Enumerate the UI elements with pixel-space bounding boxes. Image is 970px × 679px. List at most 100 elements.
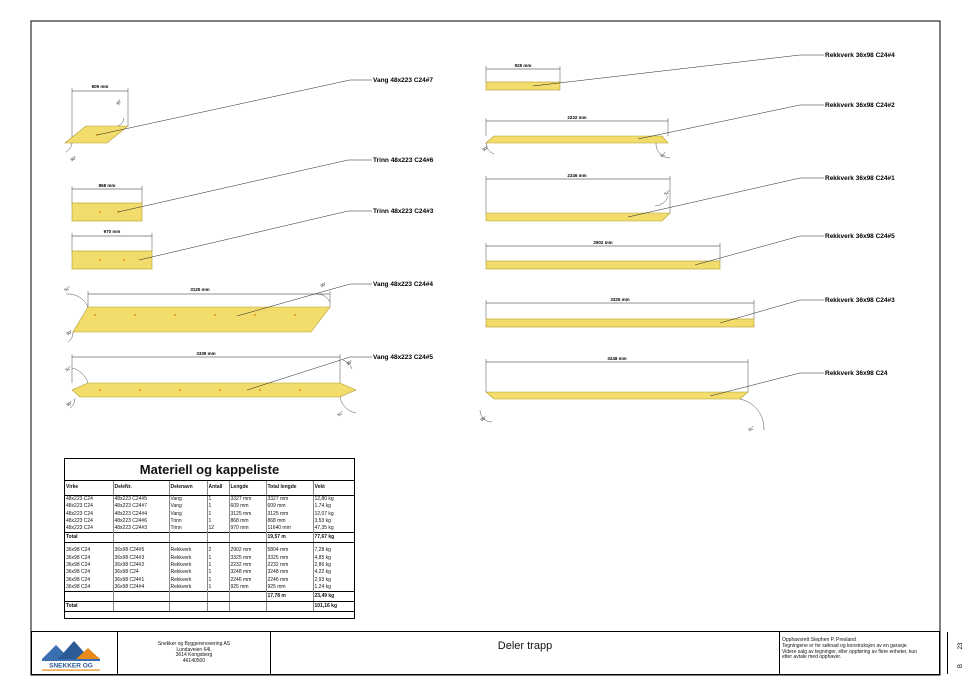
table-cell: 3327 mm	[266, 495, 314, 504]
dim-rekkverk-4: 925 mm	[515, 63, 532, 68]
table-cell: 36x98 C24	[65, 583, 114, 592]
table-cell: 48x223 C24#7	[113, 503, 170, 511]
angle-rekkverk-b: 51°	[747, 425, 755, 433]
label-rekkverk-5: Rekkverk 36x98 C24#5	[825, 233, 895, 240]
title-block: SNEKKER OG Snekker og Byggerenovering AS…	[31, 631, 964, 675]
table-cell: Rekkverk	[169, 576, 208, 584]
table-cell: 36x98 C24	[65, 576, 114, 584]
dim-vang-4: 3125 mm	[190, 287, 209, 292]
table-grand-total-row: Total 101,16 kg	[65, 601, 354, 613]
dim-rekkverk-1: 2246 mm	[567, 173, 586, 178]
table-cell: 48x223 C24	[65, 517, 114, 526]
logo: SNEKKER OG	[32, 632, 118, 674]
label-rekkverk: Rekkverk 36x98 C24	[825, 370, 888, 377]
label-trinn-3: Trinn 48x223 C24#3	[373, 208, 434, 215]
table-cell: 48x223 C24#3	[113, 525, 170, 533]
logo-text: SNEKKER OG	[49, 663, 93, 670]
sheet-letter: B	[958, 664, 964, 668]
label-rekkverk-1: Rekkverk 36x98 C24#1	[825, 175, 895, 182]
angle-rekkverk-a: 30°	[479, 415, 487, 423]
table-cell: 36x98 C24	[113, 569, 170, 577]
part-rekkverk-1: 2246 mm 51° Rekkverk 36x98 C24#1	[485, 173, 895, 222]
table-cell: 11640 mm	[266, 525, 314, 533]
angle-vang-5-a: 51°	[64, 365, 72, 373]
table-cell: 2,93 kg	[314, 576, 331, 583]
table-cell: 2232 mm	[229, 562, 267, 570]
table-cell: 925 mm	[229, 583, 267, 592]
table-cell: 5804 mm	[266, 547, 314, 555]
table-cell: 3327 mm	[229, 495, 267, 504]
page-number: 23	[958, 642, 964, 649]
table-cell: 3325 mm	[266, 554, 314, 563]
table-cell: 1	[207, 583, 230, 592]
table-cell: Rekkverk	[169, 569, 208, 577]
copyright-line: Opphavsrett Stephen P. Presland	[782, 637, 856, 643]
part-rekkverk-3: 3325 mm Rekkverk 36x98 C24#3	[485, 297, 895, 328]
table-cell: 12,80 kg	[314, 496, 334, 502]
table-cell: 1	[207, 510, 230, 518]
table-cell: 3248 mm	[266, 569, 314, 577]
table-cell: 2,86 kg	[314, 562, 331, 569]
table-cell: Rekkverk	[169, 547, 208, 555]
table-cell: 4,22 kg	[314, 569, 331, 576]
table-cell: 4,85 kg	[314, 554, 331, 561]
material-list-table: Materiell og kappeliste Virke DeleNr. De…	[64, 458, 355, 619]
dim-rekkverk-3: 3325 mm	[610, 297, 629, 302]
table-cell: Rekkverk	[169, 583, 208, 592]
table-cell: 48x223 C24	[65, 495, 114, 504]
label-trinn-6: Trinn 48x223 C24#6	[373, 157, 434, 164]
part-vang-5: 3335 mm 51° 30° 30° 51° Vang 48x223 C24#…	[64, 351, 433, 417]
table-cell: 970 mm	[229, 525, 267, 533]
table-cell: 36x98 C24	[65, 547, 114, 555]
table-cell: 48x223 C24	[65, 525, 114, 533]
table-cell: 12,07 kg	[314, 510, 334, 517]
part-rekkverk-5: 2902 mm Rekkverk 36x98 C24#5	[485, 233, 895, 270]
table-cell: 3,53 kg	[314, 517, 331, 524]
table-cell: 48x223 C24#6	[113, 517, 170, 526]
dim-rekkverk: 3248 mm	[607, 356, 626, 361]
table-cell: 36x98 C24	[65, 569, 114, 577]
subtotal-weight: 23,49 kg	[313, 591, 354, 603]
dim-trinn-6: 868 mm	[99, 183, 116, 188]
table-cell: Trinn	[169, 525, 208, 533]
dim-rekkverk-2: 2232 mm	[567, 115, 586, 120]
copyright-line: Tegningene er for søknad og konstruksjon…	[782, 642, 908, 649]
table-cell: 925 mm	[266, 583, 314, 592]
grand-total-label: Total	[65, 601, 114, 613]
table-cell: 7,28 kg	[314, 547, 331, 554]
company-city: 3614 Kongsberg	[175, 652, 213, 659]
table-cell: 1	[207, 517, 230, 526]
subtotal-length: 17,78 m	[266, 591, 314, 603]
part-rekkverk-4: 925 mm Rekkverk 36x98 C24#4	[485, 52, 895, 91]
table-cell: 36x98 C24	[65, 554, 114, 563]
col-antall: Antall	[207, 481, 230, 496]
table-cell: 36x98 C24#3	[113, 554, 170, 563]
table-cell: 868 mm	[266, 517, 314, 526]
part-vang-4: 3125 mm 51° 30° 30° Vang 48x223 C24#4	[63, 281, 433, 343]
table-cell: 3125 mm	[229, 510, 267, 518]
table-cell: 48x223 C24	[65, 510, 114, 518]
part-trinn-3: 970 mm Trinn 48x223 C24#3	[71, 208, 434, 270]
subtotal-weight: 77,67 kg	[313, 532, 354, 544]
table-cell: 609 mm	[266, 503, 314, 511]
table-cell: Vang	[169, 503, 208, 511]
label-rekkverk-3: Rekkverk 36x98 C24#3	[825, 297, 895, 304]
label-vang-5: Vang 48x223 C24#5	[373, 354, 433, 361]
table-cell: 36x98 C24#2	[113, 562, 170, 570]
table-cell: 1	[207, 562, 230, 570]
company-phone: 46140500	[182, 657, 206, 664]
table-cell: 1	[207, 495, 230, 504]
table-cell: 1	[207, 554, 230, 563]
table-cell: 609 mm	[229, 503, 267, 511]
table-cell: 12	[207, 525, 230, 533]
label-rekkverk-4: Rekkverk 36x98 C24#4	[825, 52, 895, 59]
